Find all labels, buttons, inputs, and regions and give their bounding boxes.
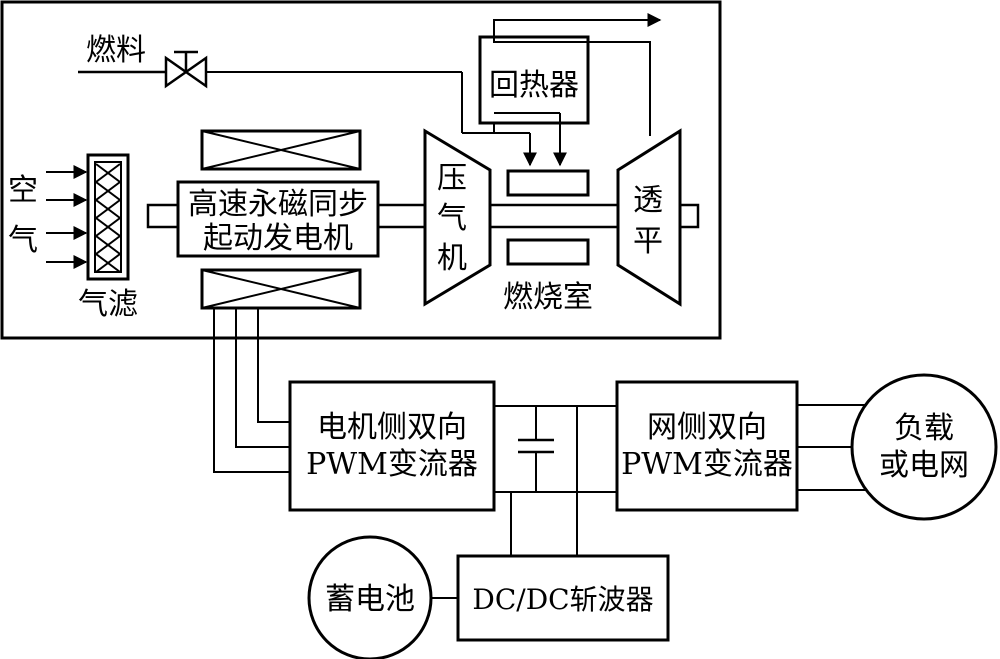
compressor-label-3: 机 [437,241,467,276]
grid-side-converter [615,380,799,512]
dc-capacitor-icon [518,406,554,492]
turbine-label-1: 透 [633,183,663,218]
recuperator-label: 回热器 [489,68,579,103]
compressor-label-2: 气 [437,201,467,236]
air-inlet-arrows [46,165,88,269]
machine-side-converter [288,380,496,512]
fuel-label: 燃料 [86,33,146,68]
combustor-label: 燃烧室 [503,280,593,315]
recuperator-flow [493,13,662,167]
machine-converter-label-2: PWM变流器 [306,447,478,482]
grid-converter-label-1: 网侧双向 [647,410,767,445]
recuperator [478,35,590,125]
grid-converter-label-2: PWM变流器 [621,447,793,482]
load-label-2: 或电网 [879,448,969,483]
generator-box [176,180,380,258]
fuel-line [78,70,537,167]
fuel-valve-icon [164,50,208,89]
stator-winding-top [200,129,362,171]
combustor-top [506,169,590,197]
stator-winding-bottom [200,268,362,310]
load-or-grid [850,373,998,521]
air-label-1: 空 [8,173,38,208]
air-filter-label: 气滤 [78,287,138,322]
dc-bus [494,405,617,556]
combustor-bottom [506,238,590,266]
generator-label-2: 起动发电机 [203,221,353,256]
compressor [423,128,492,307]
output-wires [797,404,868,491]
chopper-label: DC/DC斩波器 [472,583,653,616]
compressor-label-1: 压 [437,161,467,196]
turbine [616,128,682,307]
machine-converter-label-1: 电机侧双向 [317,410,467,445]
air-label-2: 气 [8,223,38,258]
shaft [146,203,700,229]
three-phase-wires [213,308,290,473]
turbine-label-2: 平 [633,224,663,259]
battery-label: 蓄电池 [325,582,415,617]
air-filter [86,153,130,281]
load-label-1: 负载 [894,411,954,446]
dc-dc-chopper [456,554,670,642]
battery [307,535,433,659]
microturbine-enclosure [0,0,722,340]
generator-label-1: 高速永磁同步 [188,187,368,222]
